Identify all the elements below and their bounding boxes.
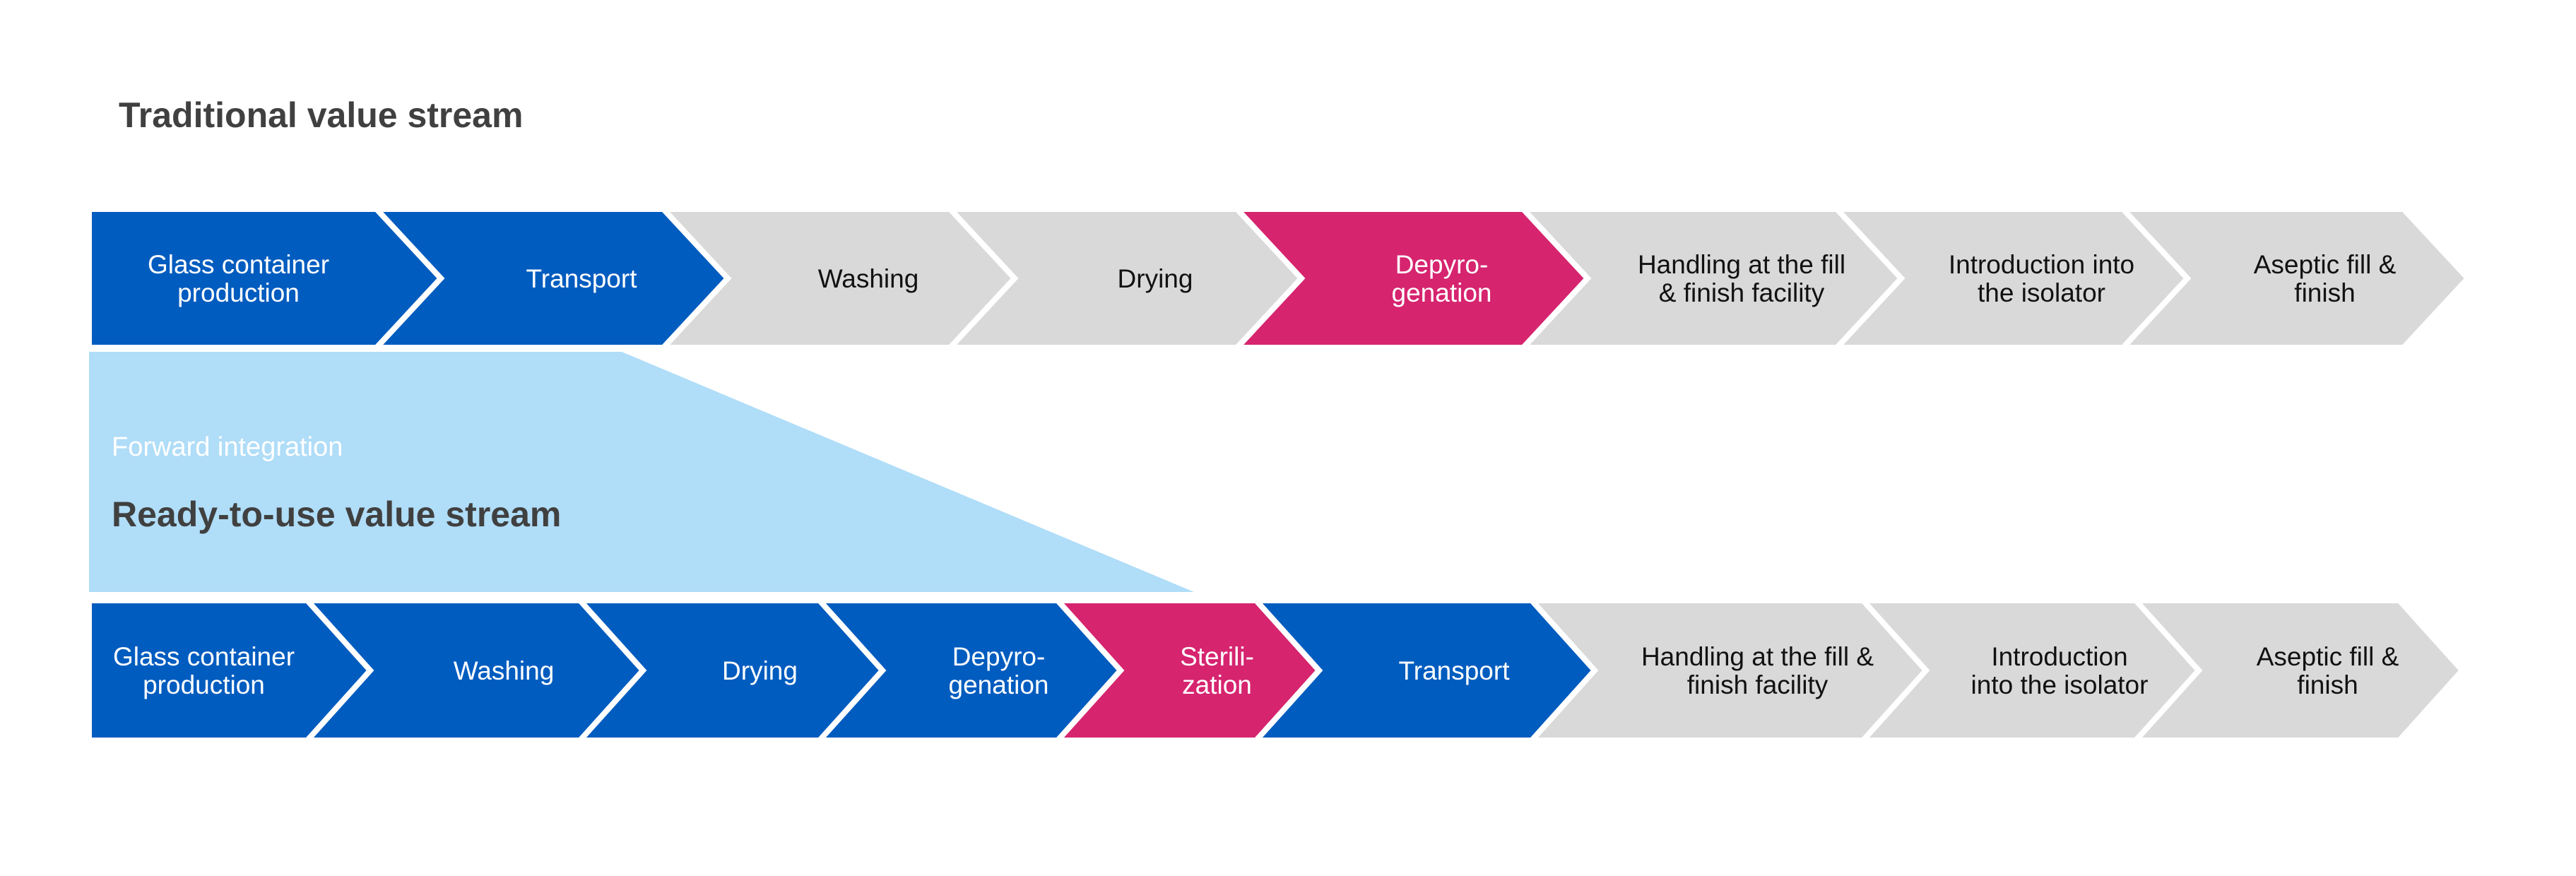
ready-to-use-step-8-label-line: into the isolator <box>1971 670 2149 699</box>
traditional-step-5-label: Depyro-genation <box>1392 250 1492 307</box>
ready-to-use-step-3-label-line: Drying <box>722 656 798 685</box>
ready-to-use-step-3-label: Drying <box>722 656 798 685</box>
ready-to-use-step-2-label-line: Washing <box>454 656 555 685</box>
traditional-step-4-label: Drying <box>1118 264 1193 293</box>
traditional-step-6-label-line: Handling at the fill <box>1638 250 1845 279</box>
traditional-step-8-chevron <box>2116 206 2472 350</box>
ready-to-use-step-9-label-line: Aseptic fill & <box>2257 642 2399 671</box>
ready-to-use-step-6-label-line: Transport <box>1399 656 1511 685</box>
traditional-step-2-label: Transport <box>526 264 638 293</box>
ready-to-use-step-1-label-line: Glass container <box>113 642 295 671</box>
ready-to-use-step-7-label-line: Handling at the fill & <box>1641 642 1874 671</box>
ready-to-use-step-8-label-line: Introduction <box>1991 642 2127 671</box>
ready-to-use-step-4-label-line: Depyro- <box>952 642 1046 671</box>
traditional-step-7-label-line: the isolator <box>1978 278 2105 307</box>
traditional-step-4-label-line: Drying <box>1118 264 1193 293</box>
ready-to-use-step-4-label: Depyro-genation <box>949 642 1049 699</box>
traditional-step-8-label: Aseptic fill &finish <box>2254 250 2397 307</box>
traditional-step-6-label: Handling at the fill& finish facility <box>1638 250 1845 307</box>
ready-to-use-step-7-label: Handling at the fill &finish facility <box>1641 642 1874 699</box>
ready-to-use-step-9-label-line: finish <box>2297 670 2358 699</box>
ready-to-use-step-5-label-line: zation <box>1182 670 1252 699</box>
traditional-step-6-label-line: & finish facility <box>1659 278 1825 307</box>
ready-to-use-step-7-label-line: finish facility <box>1687 670 1828 699</box>
traditional-step-7-label-line: Introduction into <box>1949 250 2134 279</box>
ready-to-use-step-4-label-line: genation <box>949 670 1049 699</box>
traditional-step-1-label-line: Glass container <box>148 250 329 279</box>
traditional-value-stream-title: Traditional value stream <box>119 95 524 135</box>
traditional-step-5-label-line: Depyro- <box>1395 250 1489 279</box>
traditional-step-5-label-line: genation <box>1392 278 1492 307</box>
traditional-step-3-label-line: Washing <box>818 264 919 293</box>
traditional-step-1-label-line: production <box>177 278 300 307</box>
forward-integration-label: Forward integration <box>112 432 343 462</box>
traditional-step-8-label-line: finish <box>2294 278 2355 307</box>
forward-integration-wedge <box>89 352 1194 592</box>
ready-to-use-step-9-chevron <box>2129 598 2466 743</box>
ready-to-use-step-9-label: Aseptic fill &finish <box>2257 642 2399 699</box>
ready-to-use-value-stream-title: Ready-to-use value stream <box>112 495 562 534</box>
ready-to-use-step-6-label: Transport <box>1399 656 1511 685</box>
traditional-step-3-label: Washing <box>818 264 919 293</box>
ready-to-use-step-5-label: Sterili-zation <box>1180 642 1254 699</box>
traditional-step-2-label-line: Transport <box>526 264 638 293</box>
ready-to-use-step-5-label-line: Sterili- <box>1180 642 1254 671</box>
ready-to-use-step-2-label: Washing <box>454 656 555 685</box>
traditional-step-8-label-line: Aseptic fill & <box>2254 250 2397 279</box>
ready-to-use-step-1-label-line: production <box>143 670 265 699</box>
